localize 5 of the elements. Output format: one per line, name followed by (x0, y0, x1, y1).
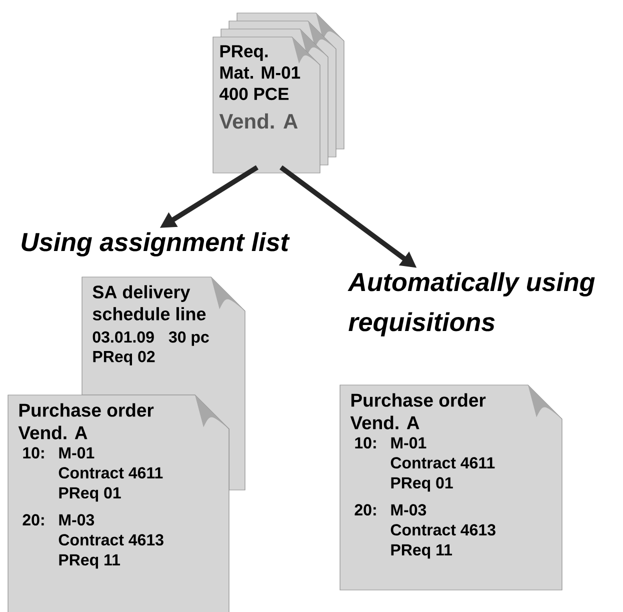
heading: Using assignment list (22, 232, 290, 256)
document-page: Purchase order Vend. A 10: M-01 Contract 4611 PReq 01 20: M-03 Contract 4613 PReq 11 (340, 384, 562, 590)
heading: Automatically using requisitions (348, 272, 595, 336)
document-page: Purchase order Vend. A 10: M-01 Contract 4611 PReq 01 20: M-03 Contract 4613 PReq 11 (8, 394, 230, 612)
document-stack: PReq. Mat. M-01 400 PCE Vend. A (212, 12, 344, 174)
